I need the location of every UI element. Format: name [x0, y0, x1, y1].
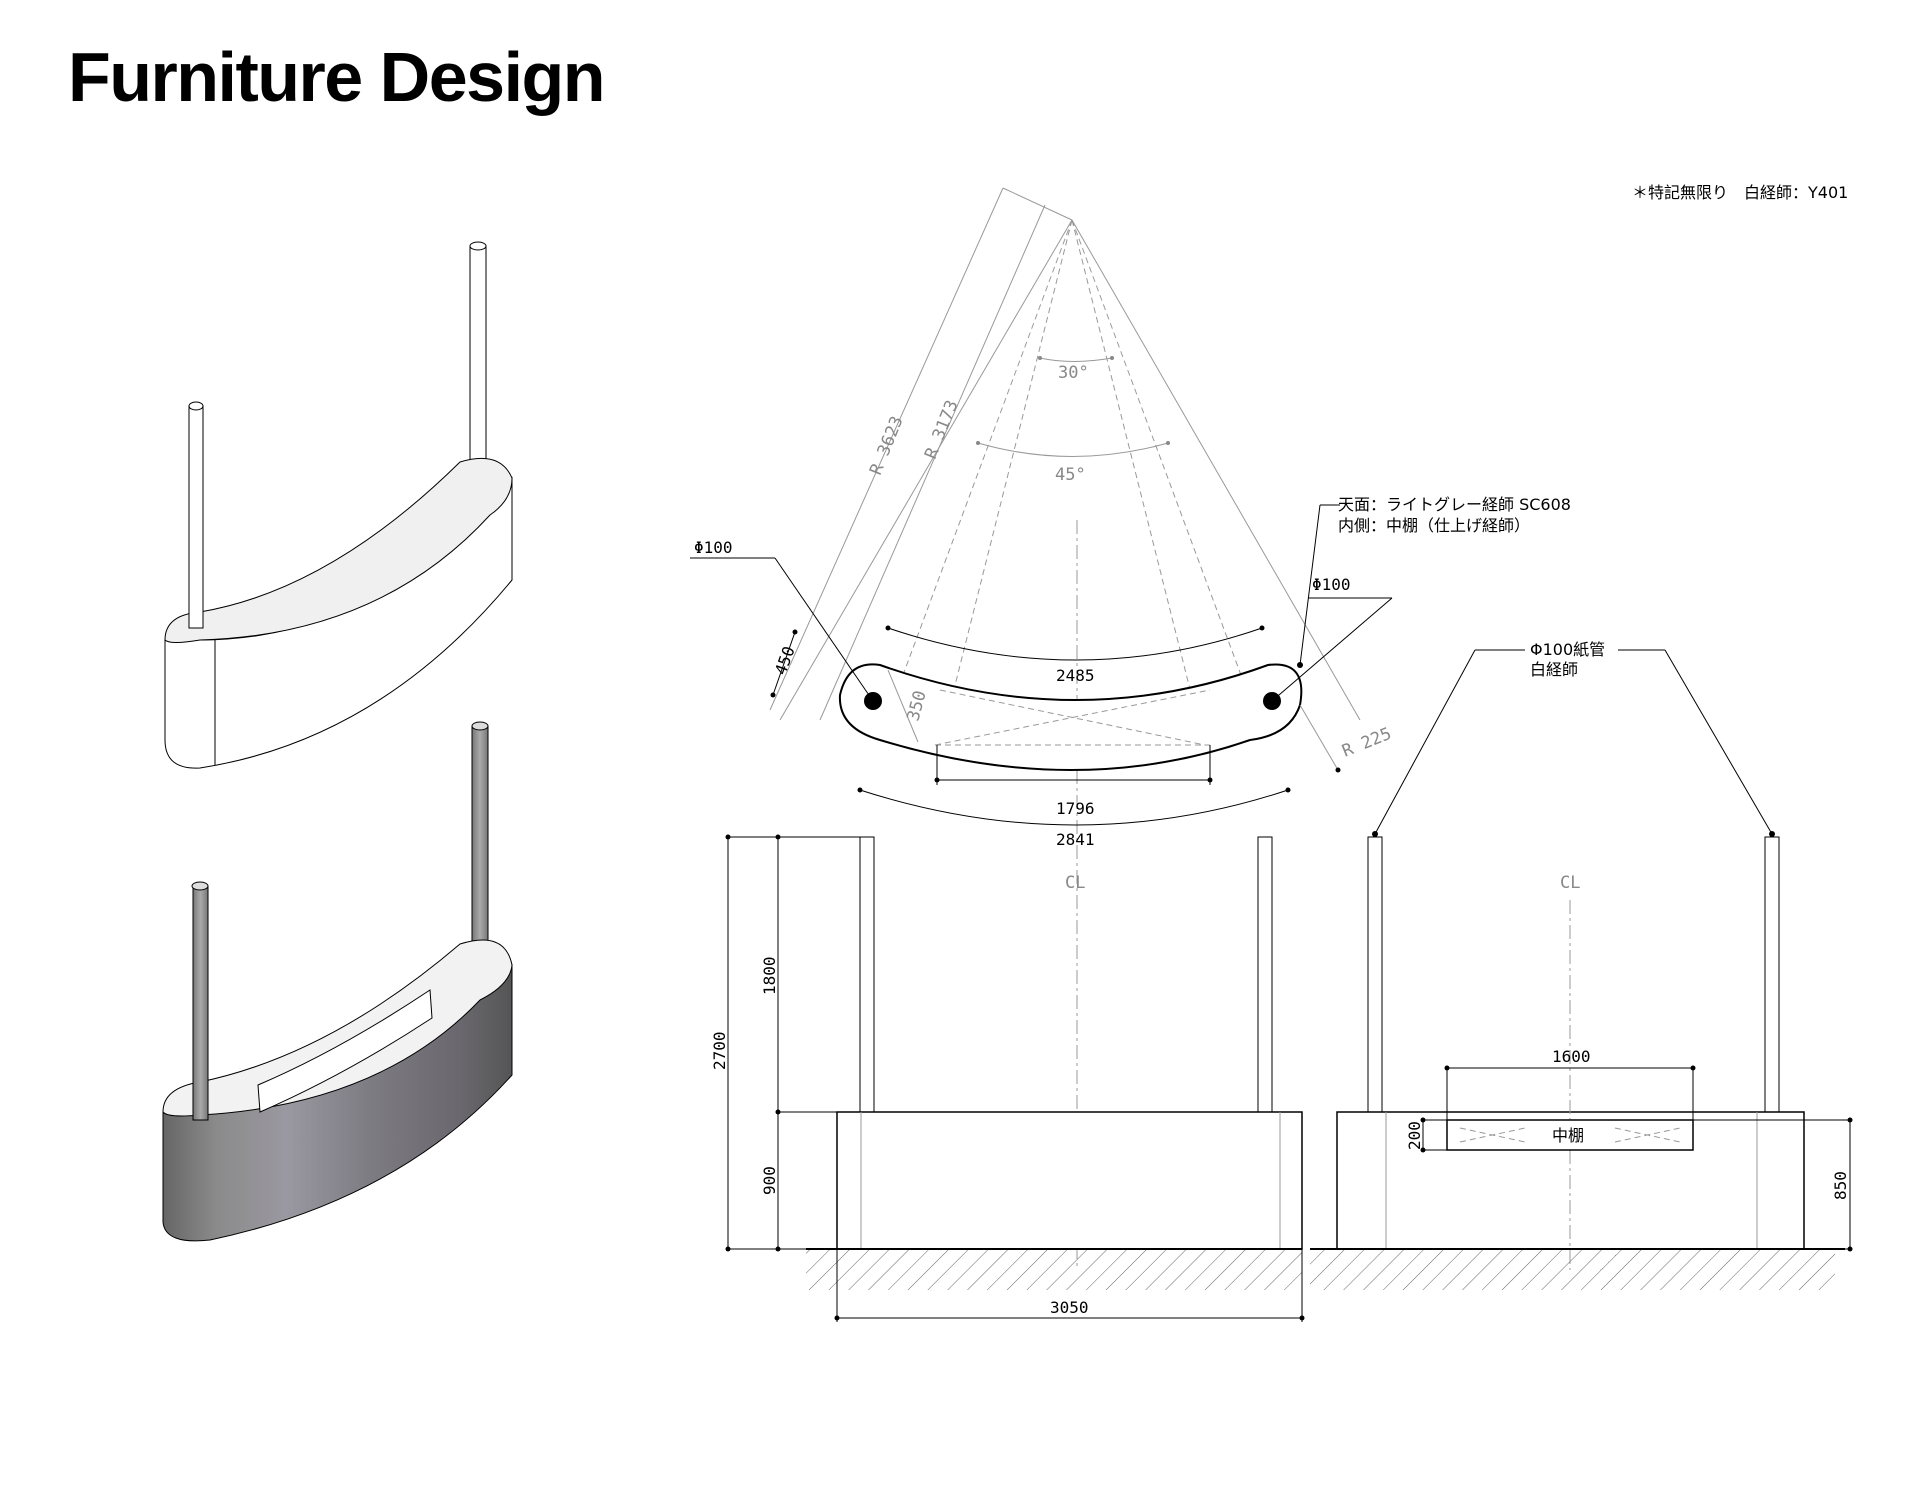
- note-finish-default: ＊特記無限り 白経師：Y401: [1632, 183, 1848, 202]
- back-pole-right: [1764, 836, 1780, 1113]
- iso2-top-surface: [162, 939, 513, 1117]
- height-2700: 2700: [710, 1031, 729, 1070]
- cl-back-label: CL: [1560, 873, 1580, 893]
- front-pole-left: [859, 836, 875, 1113]
- iso-front-pole-cap: [188, 401, 204, 411]
- iso-view-dark: [162, 721, 513, 1242]
- front-elevation: [725, 834, 1305, 1322]
- r-outer-label: R 3623: [866, 413, 908, 477]
- page-title: Furniture Design: [68, 38, 606, 116]
- r-inner-label: R 3173: [921, 397, 963, 461]
- chord-1796: 1796: [1056, 799, 1095, 818]
- phi-right-label: Φ100: [1312, 575, 1351, 594]
- width-3050: 3050: [1050, 1298, 1089, 1317]
- height-1800: 1800: [760, 956, 779, 995]
- front-pole-right: [1257, 836, 1273, 1113]
- iso-top-surface: [164, 457, 513, 643]
- front-body: [836, 1111, 1303, 1250]
- note-pipe-line1: Φ100紙管: [1530, 640, 1605, 659]
- back-ground-hatch: [1310, 1250, 1835, 1290]
- height-900: 900: [760, 1166, 779, 1195]
- shelf-width-1600: 1600: [1552, 1047, 1591, 1066]
- note-pipe-line2: 白経師: [1530, 660, 1578, 679]
- arc-2485: 2485: [1056, 666, 1095, 685]
- back-pole-left: [1367, 836, 1383, 1113]
- iso2-back-pole: [471, 725, 489, 949]
- back-elevation: [1310, 649, 1853, 1290]
- chord-2841: 2841: [1056, 830, 1095, 849]
- iso2-shelf-opening: [257, 989, 433, 1113]
- shelf-opening: [1446, 1119, 1694, 1151]
- iso-back-pole: [469, 245, 487, 472]
- shelf-label: 中棚: [1552, 1126, 1584, 1145]
- angle-30: 30°: [1058, 363, 1089, 383]
- note-top-line2: 内側：中棚（仕上げ経師）: [1338, 516, 1530, 535]
- depth-450: 450: [771, 644, 799, 678]
- shelf-height-200: 200: [1405, 1121, 1424, 1150]
- end-radius-label: R 225: [1339, 724, 1394, 762]
- note-top-line1: 天面：ライトグレー経師 SC608: [1338, 495, 1571, 514]
- iso-view-white: [164, 241, 513, 769]
- iso-back-pole-cap: [469, 241, 487, 251]
- iso2-front-pole: [192, 885, 209, 1121]
- side-height-850: 850: [1831, 1171, 1850, 1200]
- cl-front-label: CL: [1065, 873, 1085, 893]
- front-ground-hatch: [806, 1250, 1302, 1290]
- angle-45: 45°: [1055, 465, 1086, 485]
- plan-view: [690, 187, 1393, 1270]
- phi-left-label: Φ100: [694, 538, 733, 557]
- iso-front-pole: [188, 405, 204, 629]
